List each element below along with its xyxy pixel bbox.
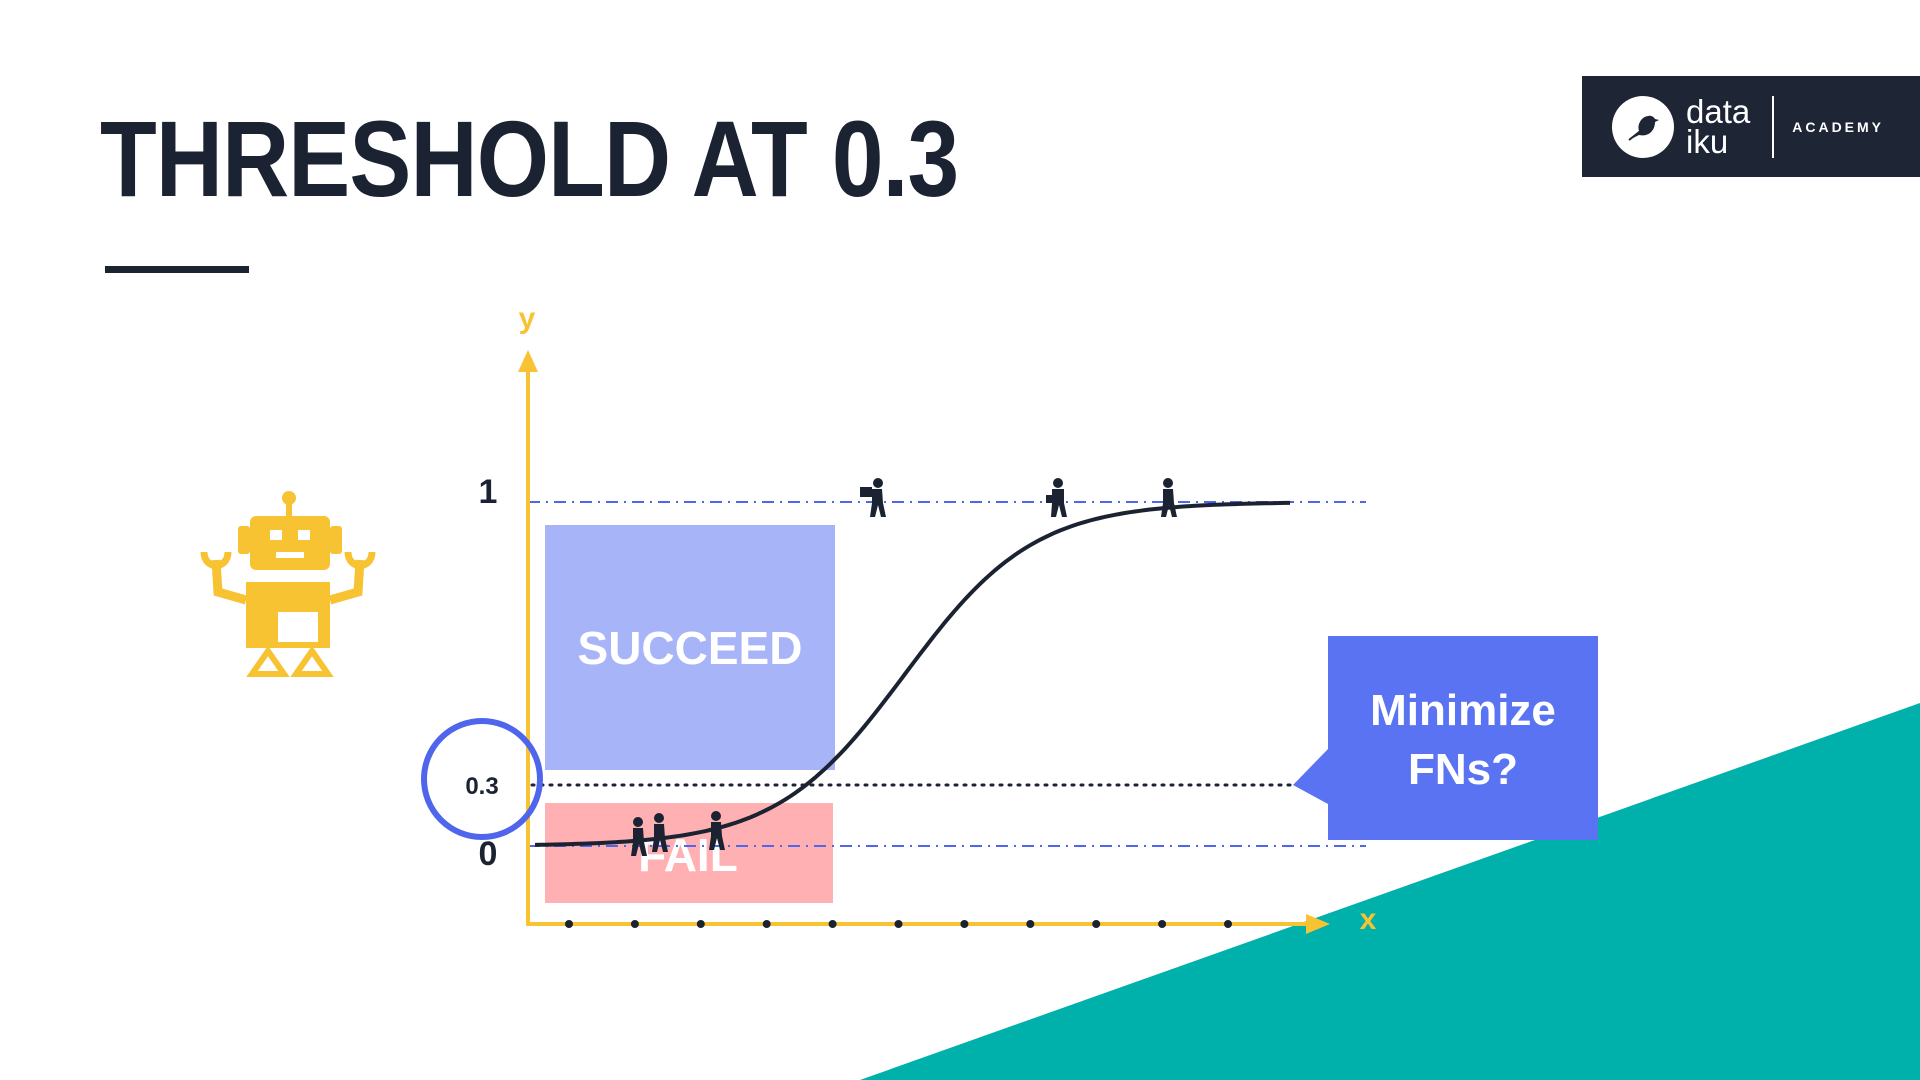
x-axis-dot (1158, 920, 1167, 928)
person-icon (652, 813, 668, 852)
x-axis-dot (1224, 920, 1232, 928)
x-axis-arrow-icon (1306, 914, 1330, 934)
tick-zero-label: 0 (479, 835, 498, 873)
threshold-circle (421, 718, 543, 840)
x-axis-dot (828, 920, 837, 928)
x-axis-dot (565, 920, 573, 928)
brand-logo: data iku ACADEMY (1582, 76, 1920, 177)
callout-line1: Minimize (1370, 686, 1556, 735)
x-axis-dots (565, 920, 1232, 928)
bird-icon (1612, 95, 1674, 158)
person-icon (860, 478, 886, 517)
y-axis-label: y (519, 302, 536, 335)
succeed-label: SUCCEED (578, 622, 803, 674)
y-axis-arrow-icon (518, 350, 538, 372)
robot-icon (200, 491, 376, 677)
x-axis-label: x (1360, 903, 1377, 936)
brand-subtitle: ACADEMY (1792, 118, 1885, 135)
fail-label: FAIL (638, 829, 738, 881)
x-axis-dot (894, 920, 903, 928)
person-icon (631, 817, 647, 856)
person-icon (1046, 478, 1067, 517)
brand-name-line2: iku (1686, 122, 1729, 160)
threshold-label: 0.3 (465, 773, 498, 800)
x-axis-dot (630, 920, 639, 928)
page-title: THRESHOLD AT 0.3 (100, 98, 959, 219)
x-axis-dot (1092, 920, 1101, 928)
brand-divider (1772, 95, 1775, 158)
fail-zone (545, 803, 833, 903)
teal-corner-shape (860, 703, 1920, 1080)
brand-name: data iku (1686, 92, 1751, 160)
tick-one-label: 1 (479, 473, 498, 511)
x-axis-dot (762, 920, 771, 928)
x-axis-dot (960, 920, 969, 928)
title-underline (105, 266, 249, 273)
person-icon (1161, 478, 1177, 517)
person-icon (709, 811, 725, 850)
x-axis-dot (1026, 920, 1035, 928)
brand-name-line1: data (1686, 92, 1751, 130)
callout-box (1293, 636, 1598, 840)
succeed-zone (545, 525, 835, 770)
x-axis-dot (696, 920, 705, 928)
callout-line2: FNs? (1408, 745, 1518, 794)
